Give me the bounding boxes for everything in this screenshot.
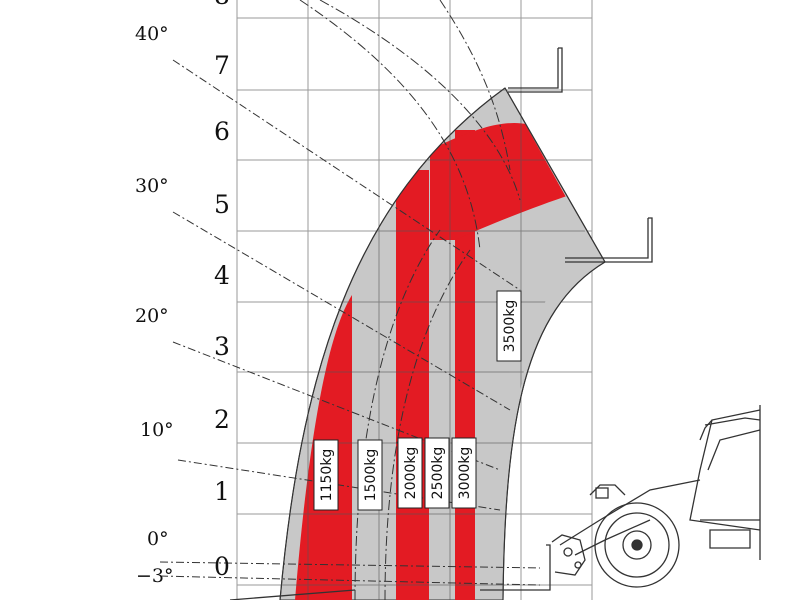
svg-text:2000kg: 2000kg [403,447,419,500]
y-label-7: 7 [214,51,230,80]
forklift-fork-icon [229,47,653,601]
zone-label-1150kg: 1150kg [313,439,339,511]
zone-2000kg [396,170,429,600]
angle-label-30: 30° [135,175,169,197]
angle-label-20: 20° [135,305,169,327]
y-label-1: 1 [214,477,230,506]
angle-label-0: 0° [147,528,169,550]
angle-label-10: 10° [140,419,174,441]
angle-line-minus3 [159,575,541,586]
y-label-3: 3 [214,332,230,361]
angle-labels: 40° 30° 20° 10° 0° −3° [135,23,174,587]
angle-line-0 [159,561,541,569]
y-label-6: 6 [214,117,230,146]
angle-label-minus3: −3° [136,565,174,587]
y-label-8: 8 [214,0,230,10]
zone-label-2000kg: 2000kg [397,437,423,509]
zone-label-3000kg: 3000kg [451,437,477,509]
y-label-5: 5 [214,190,230,219]
svg-text:2500kg: 2500kg [430,447,446,500]
angle-line-30 [172,211,511,411]
y-label-2: 2 [214,405,230,434]
angle-line-10 [177,459,501,511]
svg-text:1500kg: 1500kg [363,449,379,502]
zone-labels: 1150kg 1500kg 2000kg 2500kg 3000kg 3500k… [313,290,522,511]
zone-upper-red [430,122,570,240]
zone-label-3500kg: 3500kg [496,290,522,362]
svg-text:1150kg: 1150kg [319,449,335,502]
angle-line-40 [172,59,521,291]
boundary-arcs [299,0,521,601]
y-label-0: 0 [214,552,230,581]
angle-label-40: 40° [135,23,169,45]
telehandler-machine-icon [551,405,761,588]
y-label-4: 4 [214,261,230,290]
load-zones [279,87,606,601]
y-axis-labels: 0 1 2 3 4 5 6 7 8 [214,0,230,581]
zone-label-1500kg: 1500kg [357,439,383,511]
svg-text:3000kg: 3000kg [457,447,473,500]
zone-label-2500kg: 2500kg [424,437,450,509]
svg-text:3500kg: 3500kg [502,300,518,353]
